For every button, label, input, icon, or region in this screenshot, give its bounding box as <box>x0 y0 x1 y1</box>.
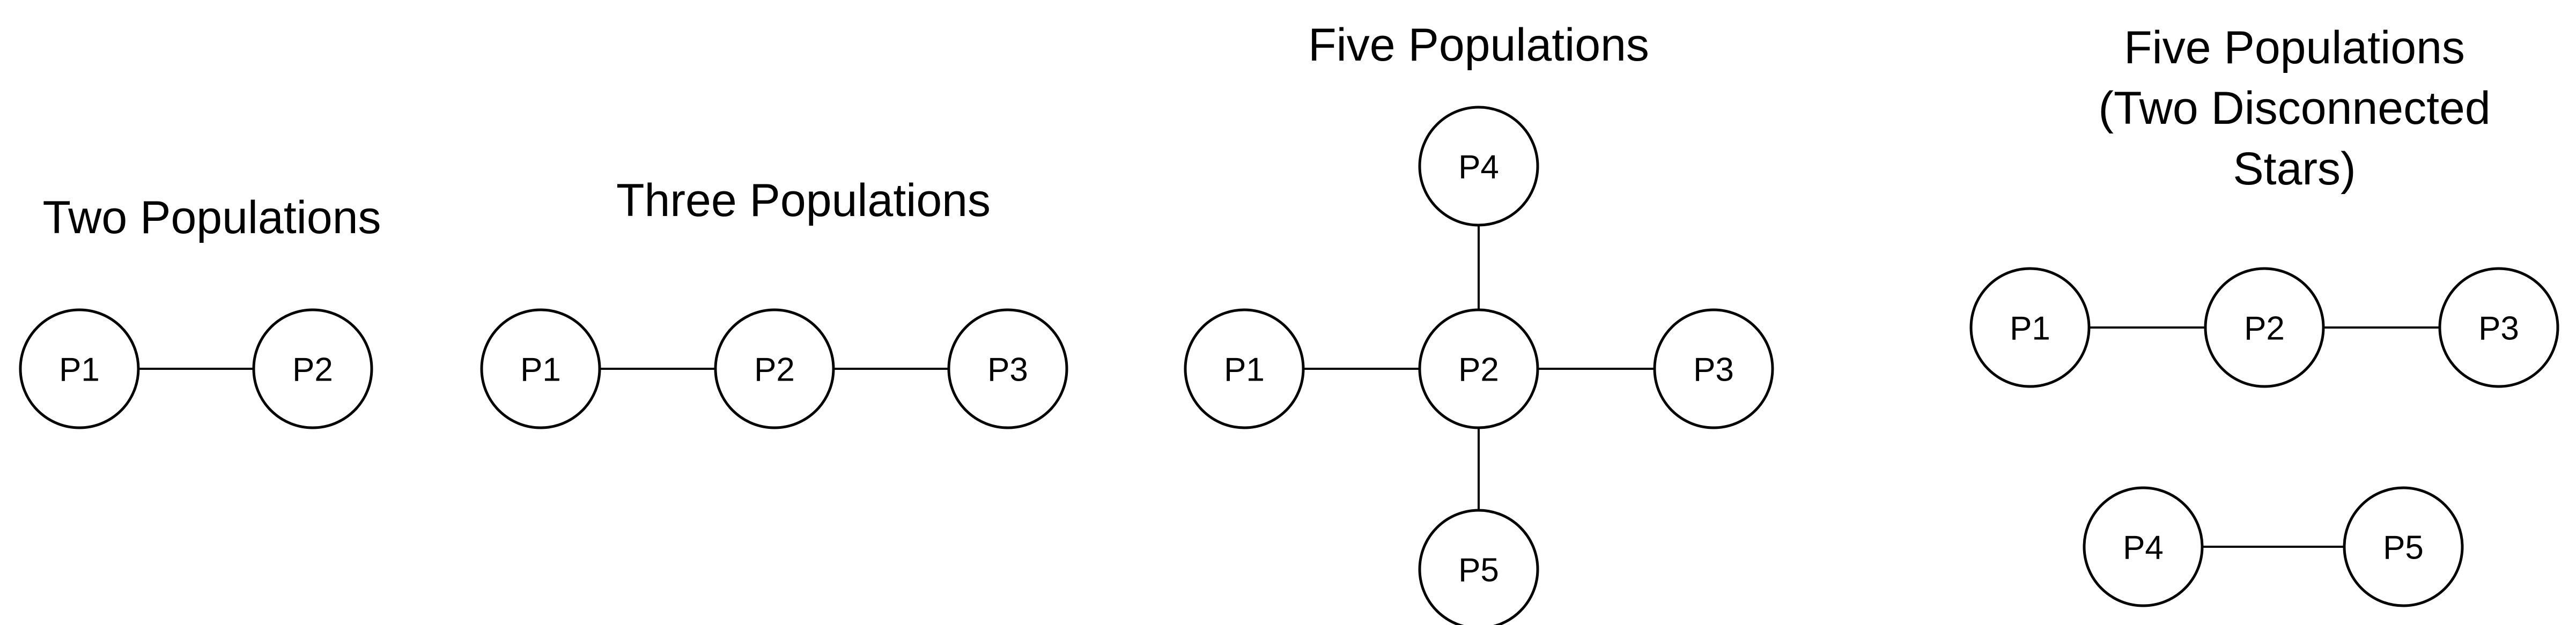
node-circle <box>1184 308 1305 429</box>
node-label: P5 <box>2383 530 2424 567</box>
node-label: P4 <box>2123 530 2164 567</box>
node-label: P2 <box>754 352 795 389</box>
diagram-3-node-p1: P1 <box>1184 308 1305 429</box>
node-label: P2 <box>1458 352 1499 389</box>
node-label: P1 <box>2010 310 2050 347</box>
diagram-2-node-p3: P3 <box>947 308 1068 429</box>
node-label: P5 <box>1458 552 1499 589</box>
node-label: P3 <box>987 352 1028 389</box>
titles-layer: Two Populations Three Populations Five Pop… <box>42 19 2490 243</box>
diagram-4-node-p1: P1 <box>1969 267 2091 388</box>
diagram-1-node-p2: P2 <box>252 308 373 429</box>
diagram-2-title-line-1: Three Populations <box>616 175 991 226</box>
node-label: P3 <box>2478 310 2519 347</box>
diagram-3-node-p2: P2 <box>1418 308 1539 429</box>
node-circle <box>1418 509 1539 625</box>
node-label: P2 <box>2244 310 2285 347</box>
node-circle <box>1418 106 1539 227</box>
node-circle <box>2204 267 2325 388</box>
diagram-4-node-p3: P3 <box>2438 267 2559 388</box>
node-label: P2 <box>292 352 333 389</box>
node-circle <box>714 308 835 429</box>
diagram-4-title-line-1: Five Populations <box>2124 22 2465 73</box>
diagram-3-node-p3: P3 <box>1653 308 1774 429</box>
diagram-4-node-p4: P4 <box>2083 486 2204 607</box>
diagram-2-node-p1: P1 <box>480 308 601 429</box>
diagram-1-node-p1: P1 <box>19 308 140 429</box>
node-circle <box>252 308 373 429</box>
node-circle <box>1418 308 1539 429</box>
node-label: P1 <box>1224 352 1265 389</box>
diagram-3-node-p4: P4 <box>1418 106 1539 227</box>
node-circle <box>947 308 1068 429</box>
node-circle <box>1969 267 2091 388</box>
diagram-3-title-line-1: Five Populations <box>1308 19 1649 71</box>
diagram-3-node-p5: P5 <box>1418 509 1539 625</box>
diagram-2-node-p2: P2 <box>714 308 835 429</box>
node-circle <box>2438 267 2559 388</box>
diagram-1-title-line-1: Two Populations <box>42 192 381 243</box>
diagram-4-title-line-2: (Two Disconnected <box>2098 83 2490 134</box>
node-circle <box>19 308 140 429</box>
diagram-4-title-line-3: Stars) <box>2233 143 2356 195</box>
node-circle <box>480 308 601 429</box>
diagram-4-node-p5: P5 <box>2343 486 2464 607</box>
node-label: P1 <box>520 352 561 389</box>
diagram-4-node-p2: P2 <box>2204 267 2325 388</box>
node-label: P1 <box>59 352 100 389</box>
node-circle <box>2343 486 2464 607</box>
node-circle <box>1653 308 1774 429</box>
node-label: P3 <box>1693 352 1734 389</box>
node-circle <box>2083 486 2204 607</box>
node-label: P4 <box>1458 149 1499 186</box>
